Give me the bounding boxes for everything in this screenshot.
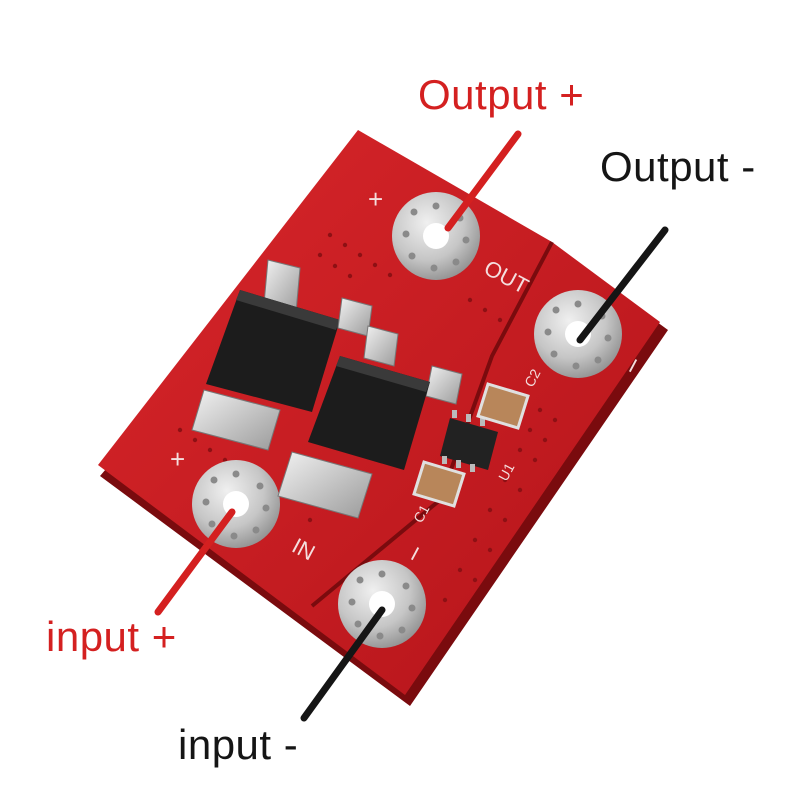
label-input-minus: input - bbox=[178, 721, 299, 768]
silk-c1: C1 bbox=[410, 502, 433, 526]
silk-plus-bottom: + bbox=[170, 444, 185, 474]
label-input-plus: input + bbox=[46, 613, 177, 660]
label-output-plus: Output + bbox=[418, 71, 585, 118]
pointer-output-minus bbox=[576, 226, 669, 344]
input-plus-pad bbox=[192, 460, 280, 548]
label-output-minus: Output - bbox=[600, 143, 756, 190]
capacitor-c1 bbox=[412, 460, 466, 508]
pointer-input-plus bbox=[154, 508, 236, 616]
silk-c2: C2 bbox=[521, 366, 544, 390]
mosfet-right bbox=[277, 297, 463, 519]
via-dots bbox=[177, 232, 558, 603]
input-minus-pad bbox=[338, 560, 426, 648]
controller-ic bbox=[440, 410, 498, 472]
silk-u1: U1 bbox=[495, 460, 518, 484]
silk-plus-top: + bbox=[368, 184, 383, 214]
mosfet-left bbox=[191, 259, 340, 451]
pointer-output-plus bbox=[444, 130, 522, 232]
capacitor-c2 bbox=[476, 382, 530, 430]
pointer-input-minus bbox=[300, 606, 386, 722]
